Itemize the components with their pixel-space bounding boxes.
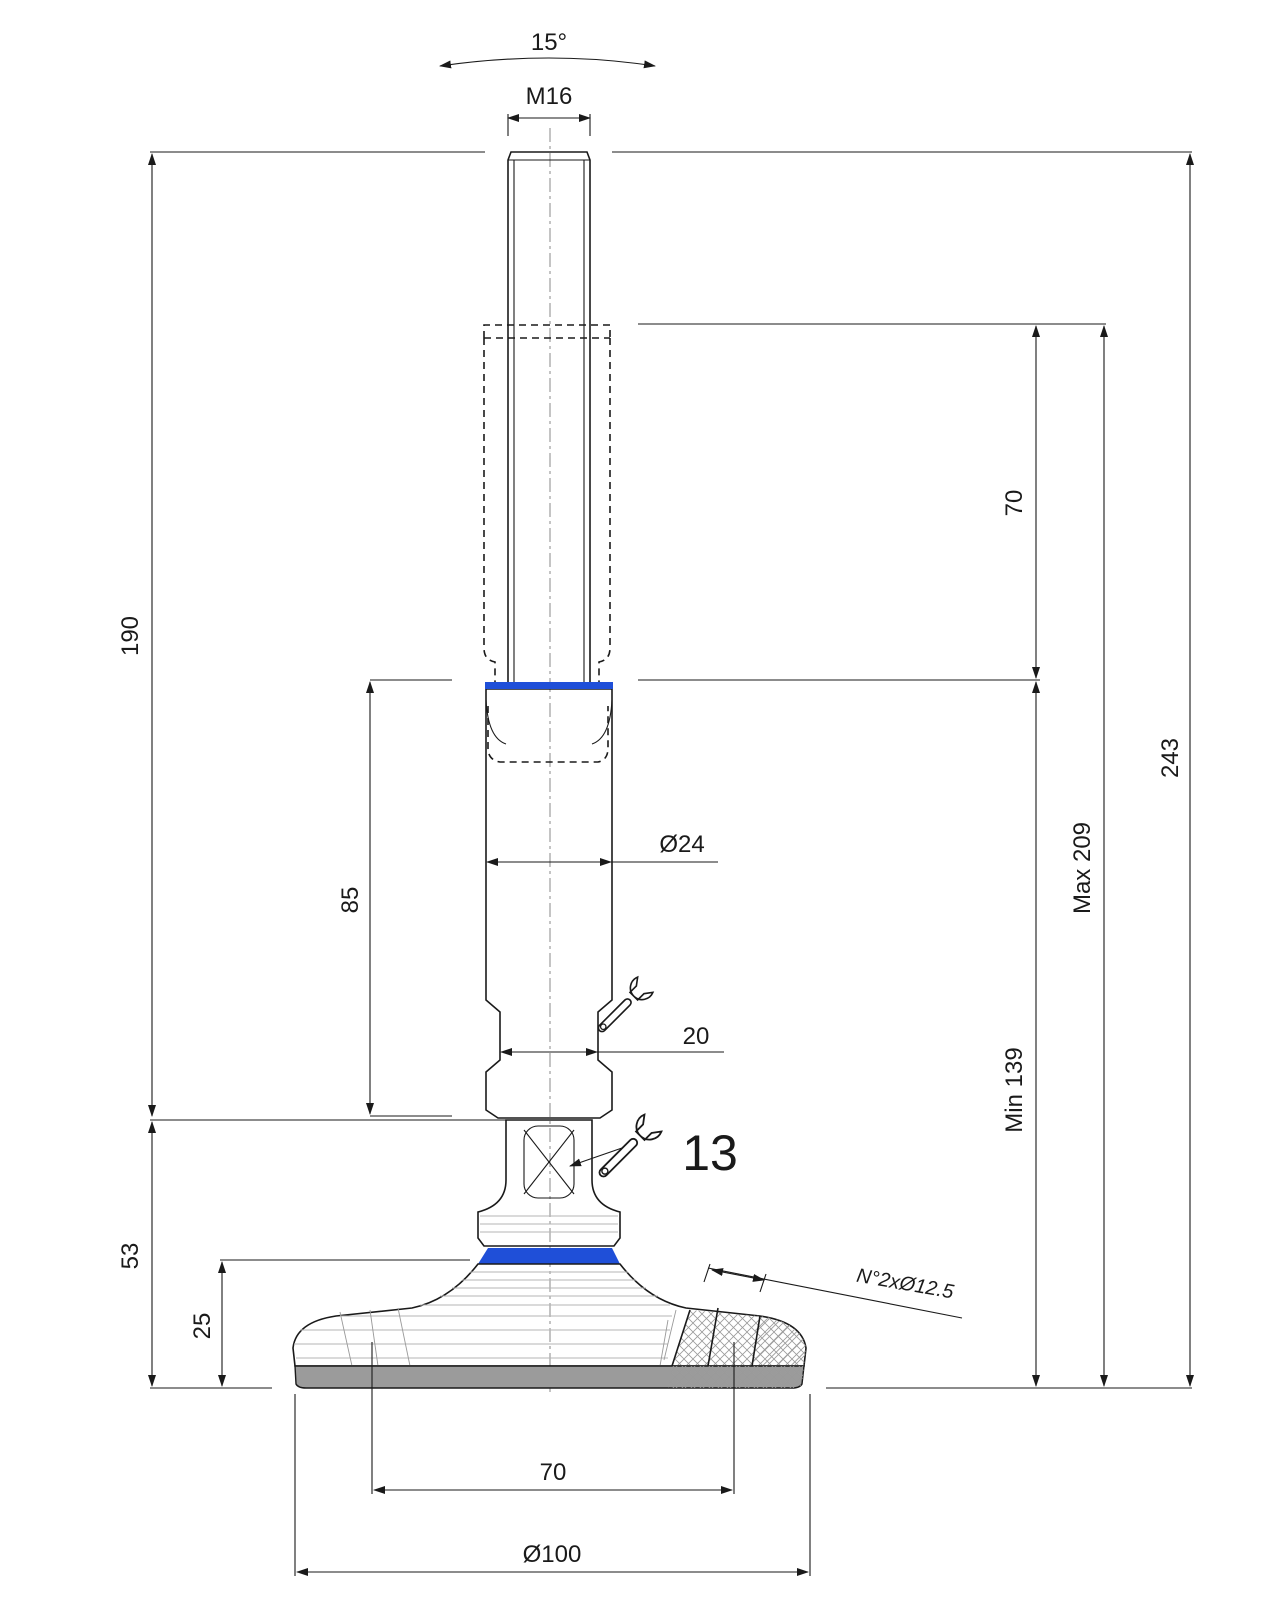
stroke-label: 70 — [1001, 490, 1028, 517]
hex-nut — [477, 1119, 621, 1247]
wrench-body-dimension: 20 — [500, 975, 724, 1056]
overall-height-dimension: 243 — [1157, 153, 1194, 1387]
blue-seal-ring-bottom — [478, 1248, 620, 1264]
max-height-dimension: Max 209 — [1069, 325, 1108, 1387]
overall-height-label: 243 — [1157, 738, 1184, 778]
thread-dimension: M16 — [507, 83, 591, 136]
holes-label: N°2xØ12.5 — [855, 1265, 956, 1304]
base-diameter-dimension: Ø100 — [294, 1394, 811, 1576]
max-height-label: Max 209 — [1069, 822, 1096, 914]
total-height-label: 190 — [117, 616, 144, 656]
min-height-dimension: Min 139 — [1001, 681, 1040, 1387]
total-height-dimension: 190 — [117, 153, 156, 1117]
tilt-angle-dimension: 15° — [439, 29, 656, 69]
base-diameter-label: Ø100 — [523, 1541, 582, 1568]
thread-label: M16 — [526, 83, 573, 110]
hole-spacing-dimension: 70 — [371, 1342, 735, 1494]
extended-position-outline — [483, 324, 611, 763]
body-length-label: 85 — [337, 887, 364, 914]
blue-seal-ring-top — [485, 682, 613, 689]
wrench-icon — [598, 1113, 663, 1178]
base-height-dimension: 53 — [117, 1119, 510, 1387]
foot-height-label: 25 — [189, 1313, 216, 1340]
hole-spacing-label: 70 — [540, 1459, 567, 1486]
min-height-label: Min 139 — [1001, 1047, 1028, 1132]
holes-dimension: N°2xØ12.5 — [703, 1263, 963, 1319]
base-section-cut — [659, 1307, 806, 1367]
wrench-body-label: 20 — [683, 1023, 710, 1050]
body-diameter-dimension: Ø24 — [486, 831, 718, 866]
threaded-stem — [507, 151, 591, 686]
body-diameter-label: Ø24 — [659, 831, 704, 858]
foot-height-dimension: 25 — [189, 1259, 470, 1387]
wrench-nut-label: 13 — [682, 1125, 738, 1181]
tilt-angle-label: 15° — [531, 29, 567, 56]
wrench-nut-dimension: 13 — [569, 1113, 738, 1181]
adjuster-body — [485, 688, 613, 1119]
stroke-dimension: 70 — [1001, 325, 1040, 679]
base-height-label: 53 — [117, 1243, 144, 1270]
wrench-icon — [597, 975, 655, 1033]
body-length-dimension: 85 — [337, 681, 452, 1117]
